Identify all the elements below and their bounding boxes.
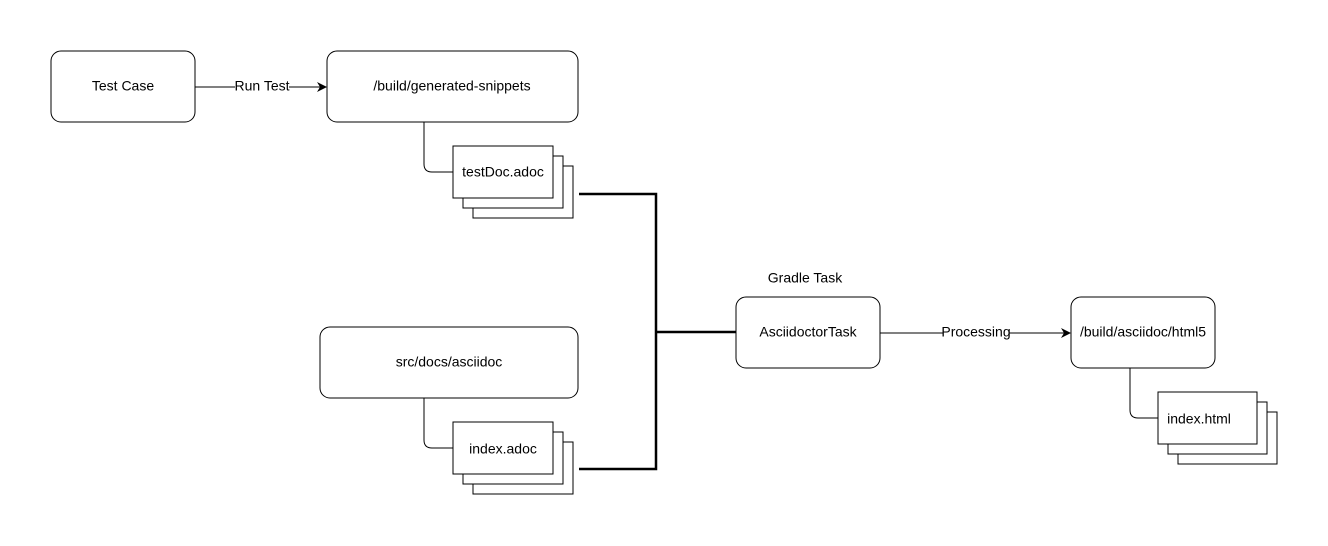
processing-edge: Processing	[880, 324, 1071, 341]
asciidoctor-task-label: AsciidoctorTask	[759, 324, 857, 340]
index-html-node[interactable]: index.html	[1157, 391, 1278, 465]
html5-to-index-html-connector	[1129, 368, 1158, 419]
processing-label: Processing	[941, 324, 1010, 340]
generated-snippets-label: /build/generated-snippets	[373, 78, 530, 94]
merge-bracket	[579, 192, 736, 471]
src-docs-node[interactable]: src/docs/asciidoc	[319, 326, 579, 399]
gradle-task-caption: Gradle Task	[768, 270, 843, 286]
index-html-label: index.html	[1167, 411, 1231, 427]
generated-snippets-node[interactable]: /build/generated-snippets	[326, 50, 579, 123]
test-doc-label: testDoc.adoc	[462, 164, 544, 180]
test-doc-node[interactable]: testDoc.adoc	[452, 145, 574, 219]
test-case-node[interactable]: Test Case	[50, 50, 196, 123]
index-adoc-node[interactable]: index.adoc	[452, 421, 574, 495]
run-test-label: Run Test	[235, 78, 290, 94]
srcdocs-to-index-connector	[423, 398, 453, 449]
index-adoc-label: index.adoc	[469, 441, 537, 457]
run-test-edge: Run Test	[195, 78, 327, 95]
asciidoctor-task-node[interactable]: AsciidoctorTask	[735, 296, 881, 369]
snippets-to-testdoc-connector	[423, 122, 453, 173]
html5-output-label: /build/asciidoc/html5	[1080, 324, 1206, 340]
test-case-label: Test Case	[92, 78, 154, 94]
html5-output-node[interactable]: /build/asciidoc/html5	[1070, 296, 1216, 369]
src-docs-label: src/docs/asciidoc	[396, 354, 503, 370]
